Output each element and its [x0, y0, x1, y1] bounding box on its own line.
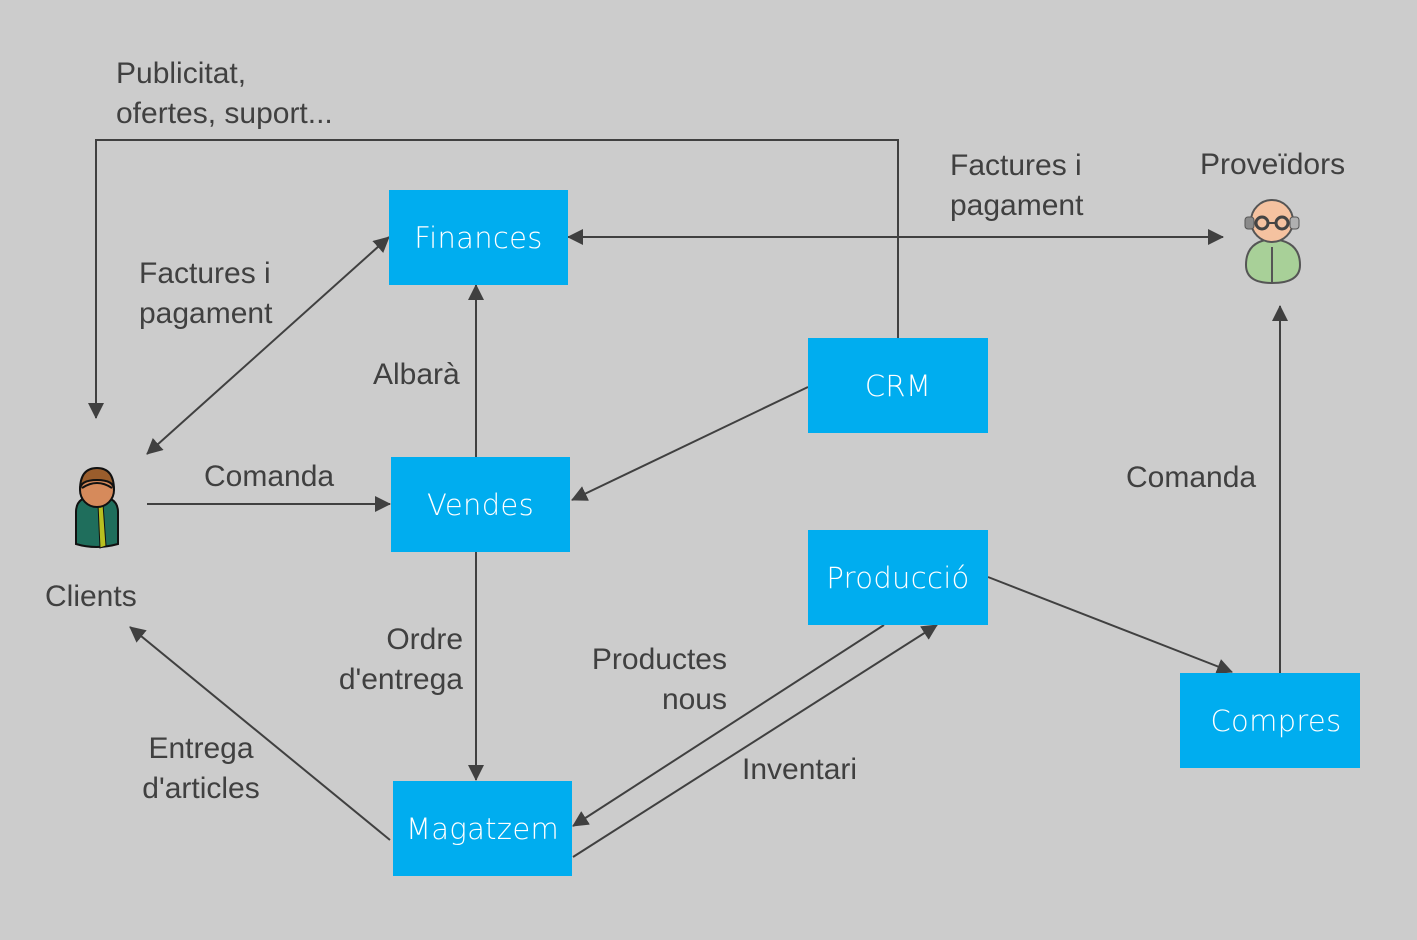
node-vendes[interactable]: Vendes: [391, 457, 570, 552]
label-publicitat: Publicitat, ofertes, suport...: [116, 54, 333, 134]
label-productes-nous-line1: Productes: [591, 643, 727, 676]
label-factures-clients-line1: Factures i: [139, 257, 271, 290]
edge-magatzem-to-produccio: [572, 624, 938, 858]
label-ordre-entrega-line2: d'entrega: [338, 663, 463, 696]
label-comanda-compres: Comanda: [1126, 461, 1257, 494]
label-publicitat-line1: Publicitat,: [116, 57, 247, 90]
node-produccio[interactable]: Producció: [808, 530, 988, 625]
node-finances[interactable]: Finances: [389, 190, 568, 285]
label-factures-proveidors-line2: pagament: [950, 189, 1084, 222]
node-magatzem-label: Magatzem: [405, 811, 560, 846]
label-ordre-entrega-line1: Ordre: [386, 623, 463, 656]
label-albara: Albarà: [373, 358, 460, 391]
label-factures-proveidors-line1: Factures i: [950, 149, 1082, 182]
label-entrega-articles: Entrega d'articles: [134, 729, 268, 809]
label-productes-nous-line2: nous: [661, 683, 727, 716]
label-publicitat-line2: ofertes, suport...: [116, 97, 333, 130]
label-entrega-articles-line1: Entrega: [148, 732, 254, 765]
actor-clients-label: Clients: [45, 580, 137, 613]
node-finances-label: Finances: [414, 220, 543, 255]
customer-person-icon[interactable]: [75, 466, 119, 549]
node-magatzem[interactable]: Magatzem: [393, 781, 572, 876]
node-vendes-label: Vendes: [427, 487, 534, 522]
label-inventari: Inventari: [742, 753, 858, 786]
supplier-person-icon[interactable]: [1244, 199, 1302, 285]
label-entrega-articles-line2: d'articles: [142, 772, 260, 805]
actor-proveidors-label: Proveïdors: [1200, 148, 1346, 181]
edge-produccio-to-compres: [987, 576, 1233, 675]
label-ordre-entrega: Ordre d'entrega: [326, 620, 463, 700]
label-factures-proveidors: Factures i pagament: [950, 146, 1083, 226]
node-compres[interactable]: Compres: [1180, 673, 1360, 768]
node-produccio-label: Producció: [826, 560, 970, 595]
label-factures-clients-line2: pagament: [139, 297, 273, 330]
node-crm[interactable]: CRM: [808, 338, 988, 433]
label-factures-clients: Factures i pagament: [139, 254, 272, 334]
label-comanda-clients: Comanda: [204, 460, 335, 493]
edge-crm-to-vendes: [571, 386, 809, 501]
node-compres-label: Compres: [1210, 703, 1342, 738]
edge-clients-finances: [146, 236, 390, 455]
edge-produccio-to-magatzem: [572, 624, 885, 827]
label-productes-nous: Productes nous: [577, 640, 727, 720]
node-crm-label: CRM: [864, 368, 932, 403]
edge-magatzem-to-clients: [129, 626, 391, 841]
